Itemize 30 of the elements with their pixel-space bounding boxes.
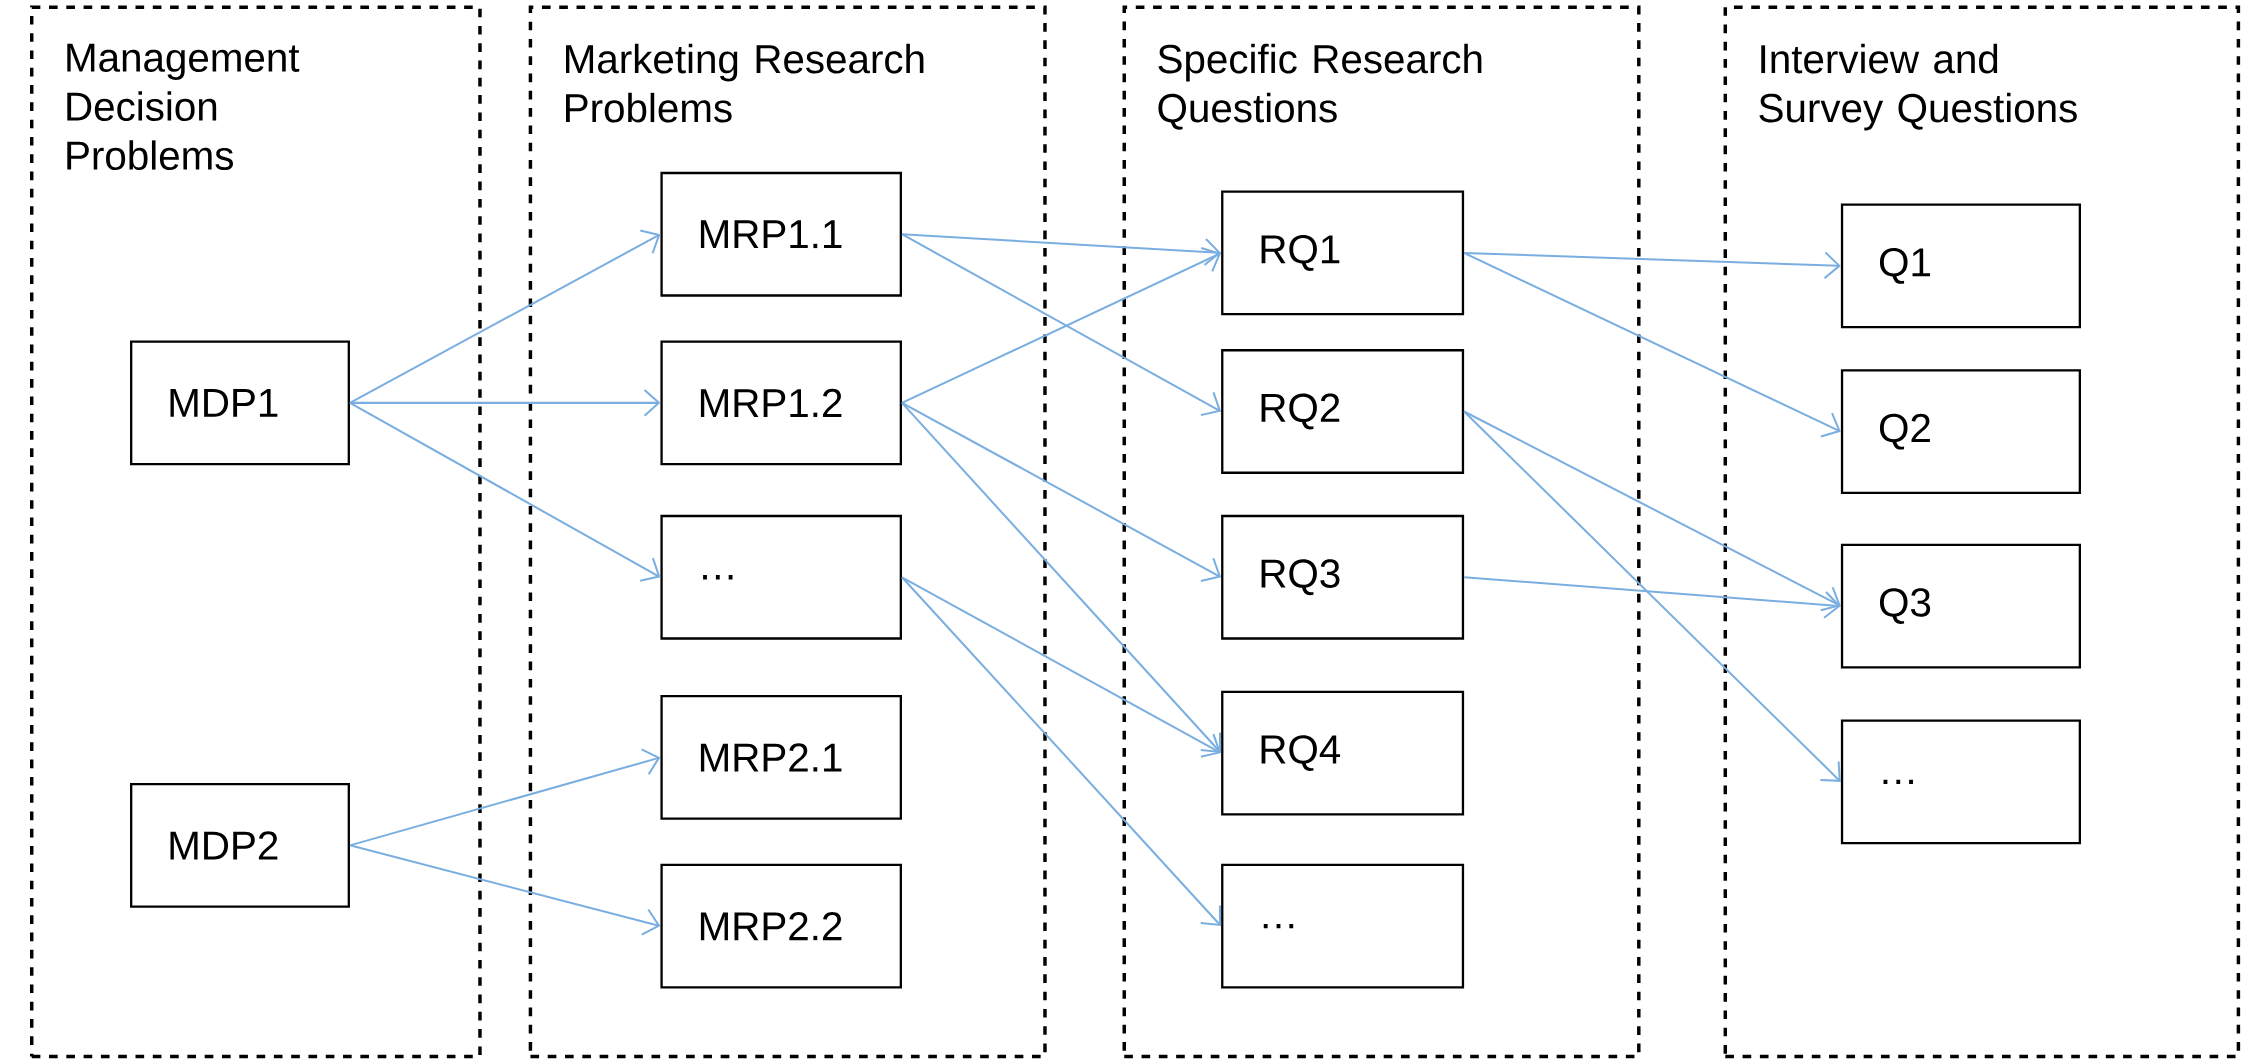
process-box: …	[1221, 863, 1465, 989]
process-box: MRP2.1	[660, 694, 902, 820]
process-box: Q2	[1840, 369, 2081, 494]
arrow	[1463, 251, 1841, 438]
arrow	[901, 576, 1222, 926]
arrow	[1464, 251, 1841, 279]
process-box: Q1	[1840, 203, 2081, 329]
arrow	[349, 229, 661, 404]
process-box: RQ1	[1221, 190, 1465, 316]
process-box: RQ2	[1221, 348, 1465, 474]
arrow	[1464, 576, 1841, 619]
arrow	[901, 402, 1222, 753]
arrow	[349, 748, 661, 847]
arrow	[901, 576, 1222, 758]
process-box: MDP1	[130, 340, 350, 466]
arrow	[349, 388, 661, 417]
arrow	[349, 401, 661, 582]
process-box: MRP2.2	[660, 863, 902, 989]
process-box: RQ4	[1221, 690, 1465, 816]
arrow	[901, 401, 1222, 582]
process-box: Q3	[1840, 543, 2081, 669]
process-box: MDP2	[130, 782, 350, 908]
process-box: MRP1.2	[660, 340, 902, 466]
process-box: …	[660, 514, 902, 640]
arrow	[1463, 410, 1841, 782]
process-box: MRP1.1	[660, 171, 902, 297]
process-box: RQ3	[1221, 514, 1465, 640]
process-box: …	[1840, 719, 2081, 845]
arrow	[901, 233, 1222, 266]
arrow	[349, 844, 661, 936]
